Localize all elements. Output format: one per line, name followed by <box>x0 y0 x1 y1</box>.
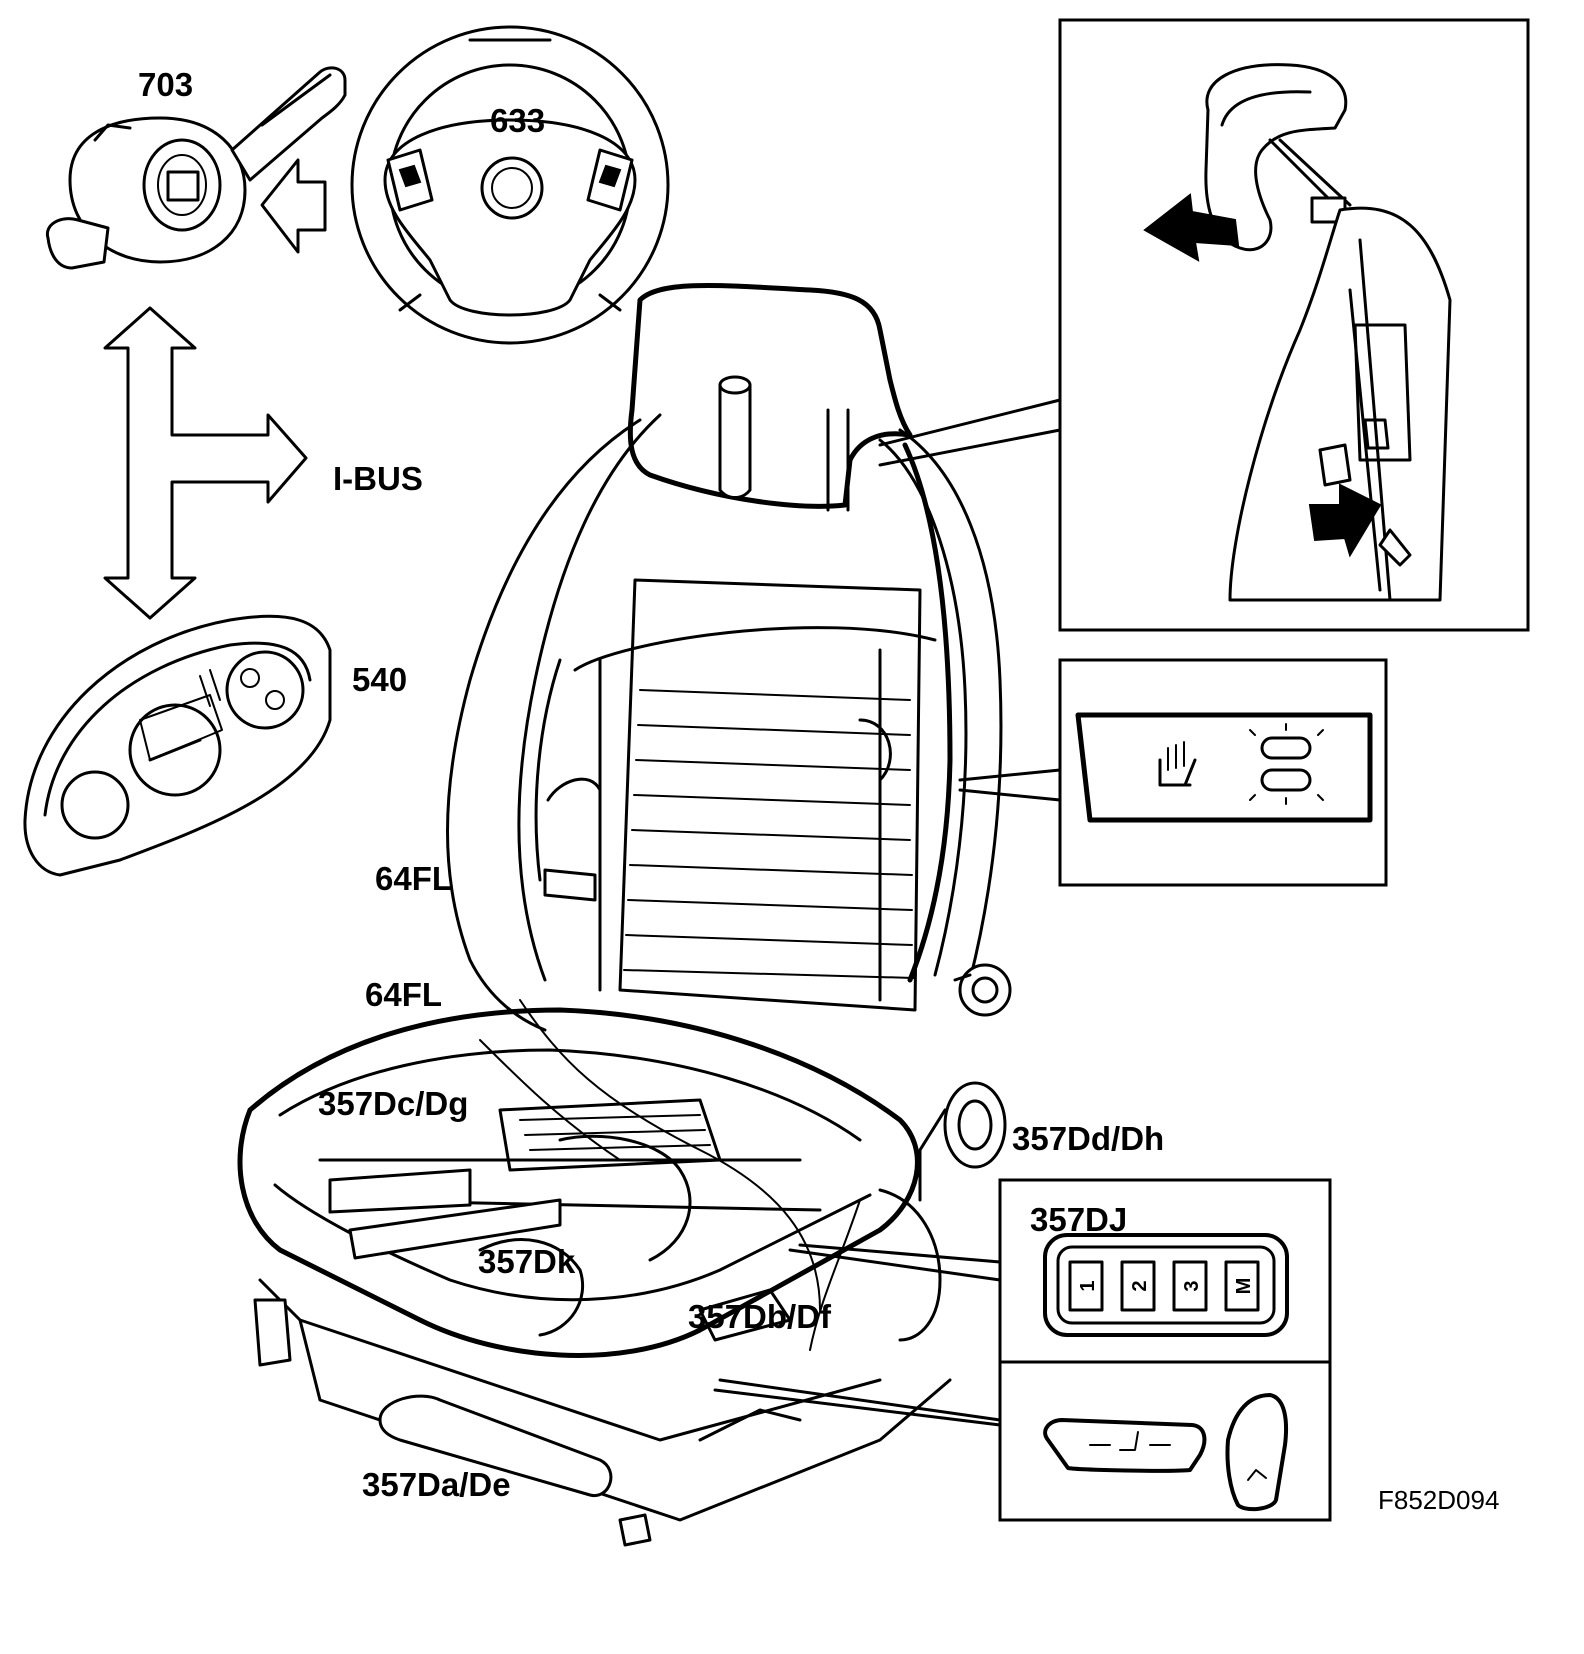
inset-headrest-detail <box>1058 18 1530 632</box>
label-703: 703 <box>138 66 194 103</box>
arrow-wheel-to-stalk-icon <box>260 158 327 254</box>
memory-button-m: M <box>1224 1260 1260 1312</box>
figure-code: F852D094 <box>1378 1485 1500 1515</box>
label-357dc-dg: 357Dc/Dg <box>318 1085 469 1122</box>
svg-text:M: M <box>1233 1278 1255 1295</box>
backrest-adjust-switch-icon <box>1225 1393 1289 1512</box>
memory-button-1: 1 <box>1068 1260 1104 1312</box>
memory-button-2: 2 <box>1120 1260 1156 1312</box>
seat-assembly <box>237 283 1012 1547</box>
label-64fl-upper: 64FL <box>375 860 453 897</box>
seat-heater-icon <box>1158 741 1197 787</box>
label-ibus: I-BUS <box>333 460 423 497</box>
label-64fl-lower: 64FL <box>365 976 443 1013</box>
label-357dj: 357DJ <box>1030 1201 1128 1238</box>
arrow-release-icon <box>1308 483 1382 558</box>
seat-adjust-switch-icon <box>1043 1418 1207 1473</box>
steering-wheel-633 <box>350 25 670 345</box>
label-540: 540 <box>352 661 408 698</box>
arrow-forward-icon <box>1143 193 1240 262</box>
memory-button-3: 3 <box>1172 1260 1208 1312</box>
label-357dk: 357Dk <box>478 1243 576 1280</box>
leader-lines <box>713 398 1062 1427</box>
svg-text:3: 3 <box>1181 1280 1203 1291</box>
inset-seat-switches: 1 2 3 M <box>998 1178 1332 1522</box>
heat-level-indicator-icon <box>1249 723 1324 805</box>
label-357dd-dh: 357Dd/Dh <box>1012 1120 1165 1157</box>
combi-switch-703 <box>45 66 347 270</box>
ibus-arrows-icon <box>103 306 308 620</box>
label-633: 633 <box>490 102 546 139</box>
label-357da-de: 357Da/De <box>362 1466 511 1503</box>
inset-seat-heating-switch <box>1058 658 1388 887</box>
svg-text:1: 1 <box>1077 1280 1099 1291</box>
instrument-cluster-540 <box>23 614 332 877</box>
label-357db-df: 357Db/Df <box>688 1298 832 1335</box>
svg-text:2: 2 <box>1129 1280 1151 1291</box>
